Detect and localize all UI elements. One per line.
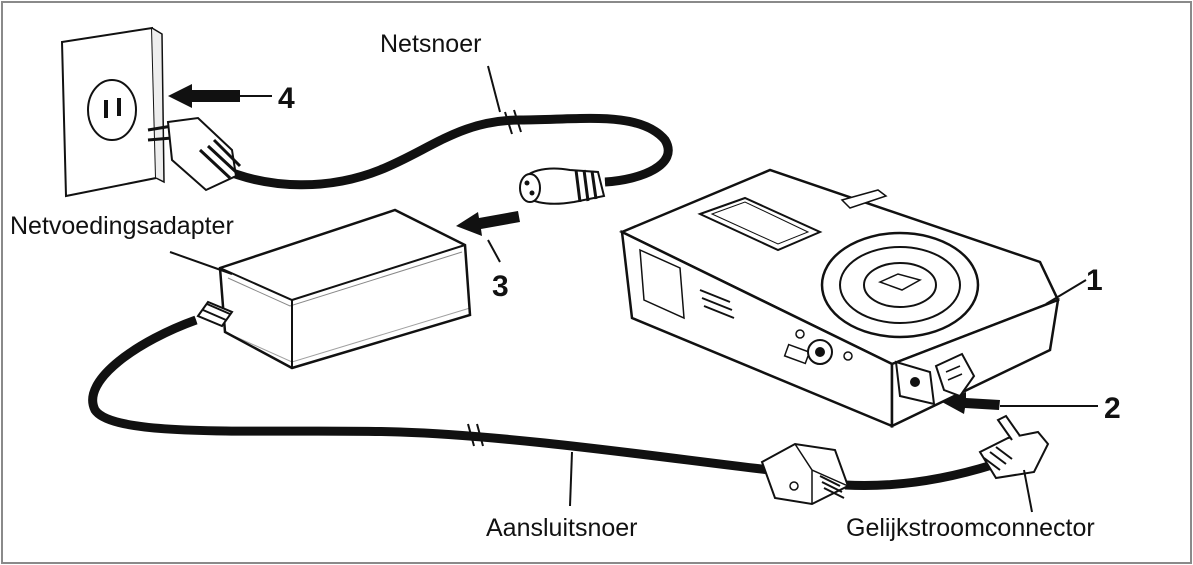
socket-slot-left	[104, 100, 108, 118]
dc-connector-plug	[978, 414, 1050, 480]
connection-cord	[88, 315, 994, 490]
socket-face	[87, 79, 137, 141]
label-power-cord: Netsnoer	[380, 30, 481, 58]
cord-break-mark-2	[467, 423, 484, 447]
label-ac-adapter: Netvoedingsadapter	[10, 212, 234, 240]
socket-slot-right	[117, 98, 121, 116]
leader-dc-connector	[1023, 469, 1033, 513]
wall-outlet	[60, 26, 165, 198]
arrow-step-3	[456, 211, 520, 263]
arrow-step-2	[942, 392, 1098, 414]
ferrite-core	[760, 442, 850, 506]
leader-step-1	[1045, 279, 1087, 305]
label-dc-connector: Gelijkstroomconnector	[846, 514, 1095, 542]
step-number-3: 3	[492, 270, 509, 303]
step-number-1: 1	[1086, 264, 1103, 297]
camera-flash	[697, 196, 823, 252]
appliance-plug	[519, 167, 606, 205]
camera	[618, 168, 1060, 428]
leader-ac-adapter	[169, 251, 233, 275]
leader-power-cord	[487, 65, 501, 113]
mains-plug	[147, 116, 242, 192]
leader-connection-cord	[569, 451, 573, 507]
ac-adapter	[196, 208, 472, 370]
step-number-2: 2	[1104, 392, 1121, 425]
step-number-4: 4	[278, 82, 295, 115]
power-cord	[218, 109, 673, 190]
label-connection-cord: Aansluitsnoer	[486, 514, 637, 542]
terminal-cover	[934, 352, 976, 398]
arrow-step-4	[168, 84, 272, 108]
cord-break-mark	[504, 109, 522, 135]
